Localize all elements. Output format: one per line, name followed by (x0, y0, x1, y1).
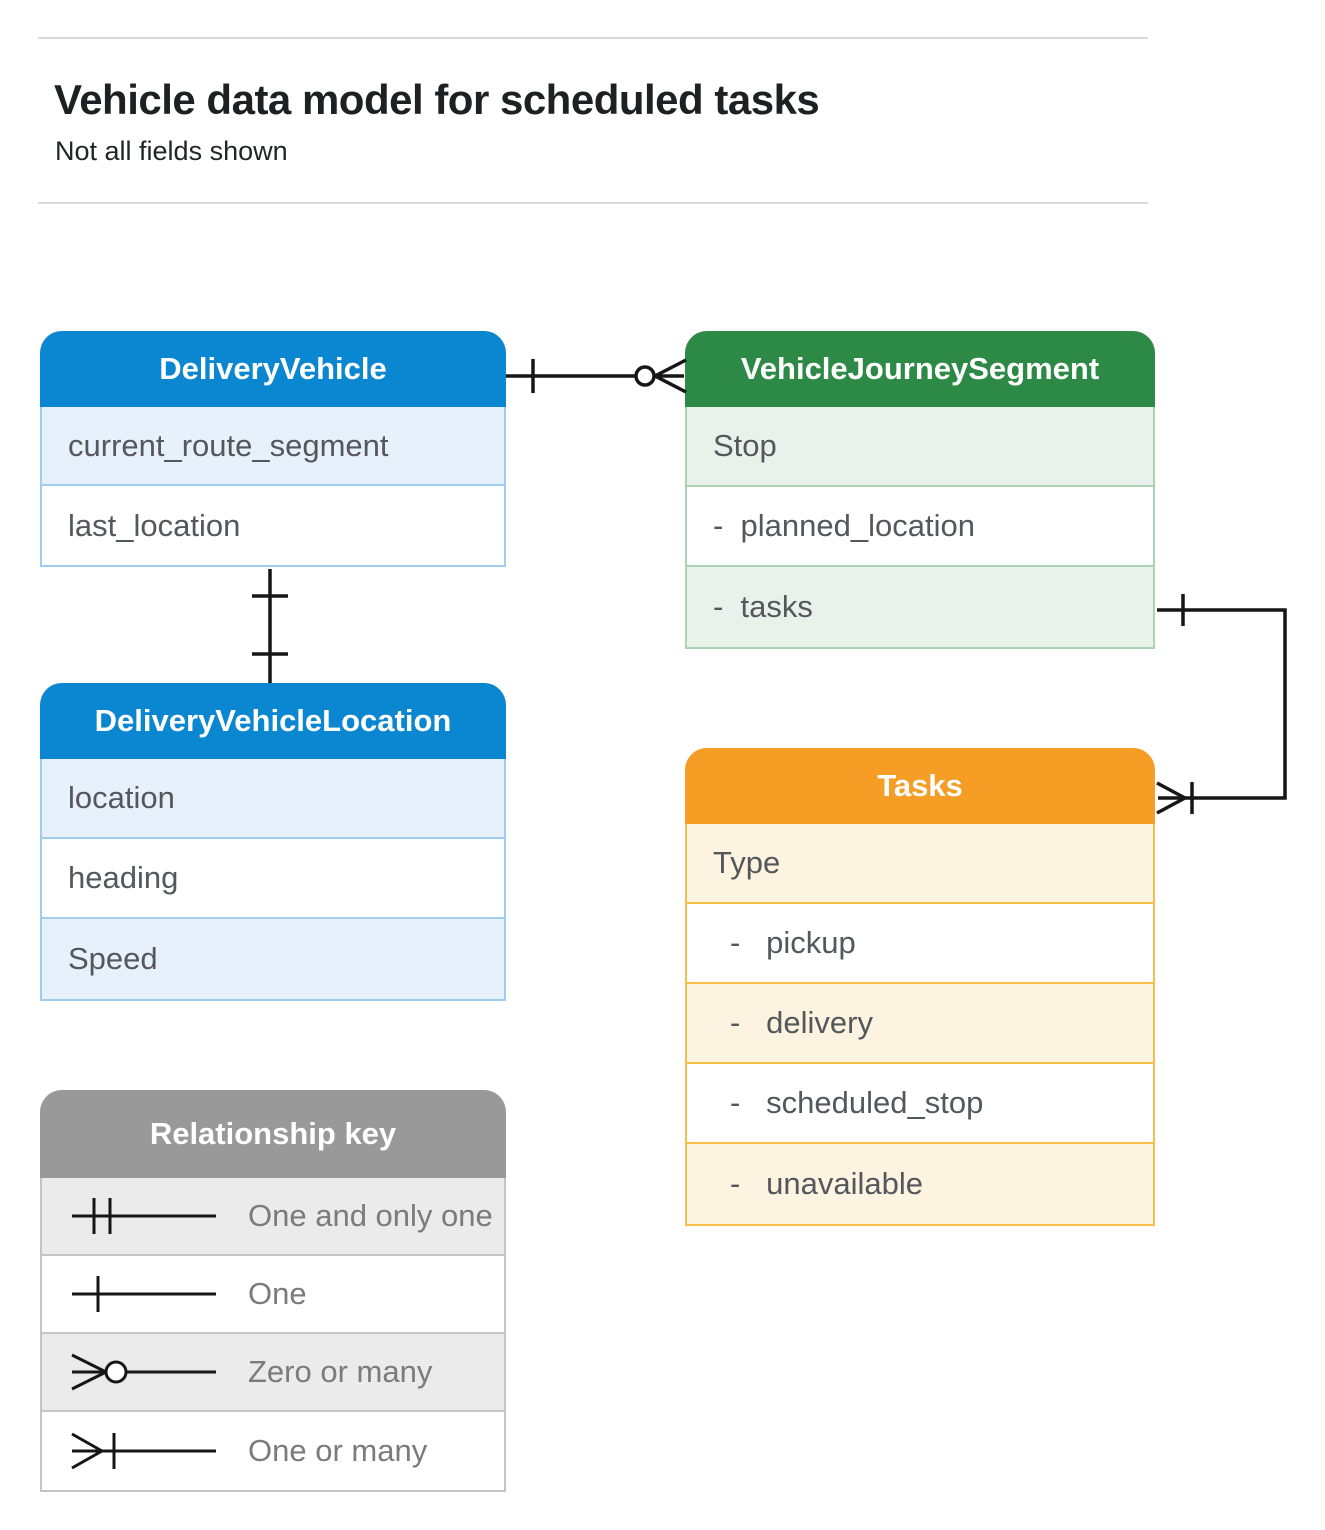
entity-header-tasks: Tasks (685, 748, 1155, 824)
connector-tasksfield-tasks (1156, 594, 1287, 815)
header-divider (38, 202, 1148, 204)
field-row-delivery: - delivery (687, 984, 1153, 1064)
connector-deliveryvehicle-vehiclejourneysegment (506, 358, 687, 394)
one-or-many-symbol (71, 1432, 216, 1470)
legend-row-one-and-only-one: One and only one (42, 1178, 504, 1256)
page-title: Vehicle data model for scheduled tasks (54, 76, 820, 123)
entity-title: Tasks (877, 768, 963, 803)
one-and-only-one-symbol (72, 1198, 216, 1234)
field-row-planned-location: - planned_location (687, 487, 1153, 567)
zero-or-many-symbol (71, 1353, 216, 1391)
entity-body: current_route_segment last_location (40, 407, 506, 567)
field-row-stop: Stop (687, 407, 1153, 487)
page-subtitle: Not all fields shown (55, 136, 288, 166)
relationship-key: Relationship key One and only one One (40, 1090, 506, 1492)
connector-deliveryvehicle-deliveryvehiclelocation (252, 569, 288, 683)
top-divider (38, 37, 1148, 39)
field-row-speed: Speed (42, 919, 504, 999)
legend-row-one-or-many: One or many (42, 1412, 504, 1490)
field-row-scheduled-stop: - scheduled_stop (687, 1064, 1153, 1144)
field-row-type: Type (687, 824, 1153, 904)
relationship-key-header: Relationship key (40, 1090, 506, 1178)
field-row-location: location (42, 759, 504, 839)
field-row-current-route-segment: current_route_segment (42, 407, 504, 486)
one-symbol (72, 1276, 216, 1312)
entity-delivery-vehicle: DeliveryVehicle current_route_segment la… (40, 331, 506, 567)
field-row-unavailable: - unavailable (687, 1144, 1153, 1224)
entity-header-delivery-vehicle: DeliveryVehicle (40, 331, 506, 407)
entity-header-delivery-vehicle-location: DeliveryVehicleLocation (40, 683, 506, 759)
entity-title: DeliveryVehicle (159, 351, 387, 386)
entity-body: Type - pickup - delivery - scheduled_sto… (685, 824, 1155, 1226)
legend-row-one: One (42, 1256, 504, 1334)
entity-title: VehicleJourneySegment (740, 351, 1100, 386)
relationship-key-title: Relationship key (149, 1116, 397, 1151)
entity-body: location heading Speed (40, 759, 506, 1001)
field-row-last-location: last_location (42, 486, 504, 565)
legend-row-zero-or-many: Zero or many (42, 1334, 504, 1412)
entity-title: DeliveryVehicleLocation (94, 703, 452, 738)
entity-header-vehicle-journey-segment: VehicleJourneySegment (685, 331, 1155, 407)
entity-body: Stop - planned_location - tasks (685, 407, 1155, 649)
field-row-tasks: - tasks (687, 567, 1153, 647)
entity-vehicle-journey-segment: VehicleJourneySegment Stop - planned_loc… (685, 331, 1155, 649)
field-row-heading: heading (42, 839, 504, 919)
entity-tasks: Tasks Type - pickup - delivery - schedul… (685, 748, 1155, 1226)
relationship-key-body: One and only one One Zero or many (40, 1178, 506, 1492)
entity-delivery-vehicle-location: DeliveryVehicleLocation location heading… (40, 683, 506, 1001)
field-row-pickup: - pickup (687, 904, 1153, 984)
